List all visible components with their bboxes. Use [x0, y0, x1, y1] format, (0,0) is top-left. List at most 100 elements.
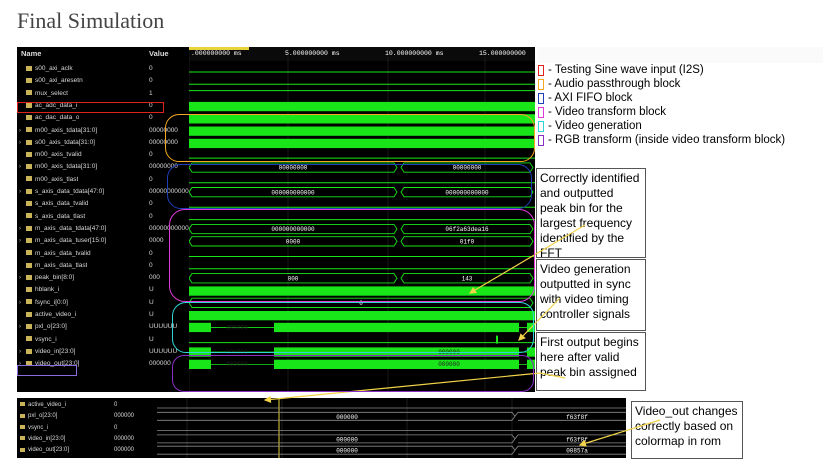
zoom-signal-name: video_out[23:0] [28, 447, 70, 454]
signal-row[interactable]: s_axis_data_tvalid [19, 198, 88, 209]
signal-name: m_axis_data_tuser[15:0] [35, 237, 107, 245]
signal-icon [26, 151, 32, 157]
bus-segment [188, 187, 398, 198]
expand-chevron-icon[interactable]: › [19, 361, 21, 368]
zoom-signal-row[interactable]: pxl_o[23:0] [20, 411, 57, 421]
bus-signal-icon [20, 447, 25, 452]
zoom-signal-row[interactable]: vsync_i [20, 423, 48, 433]
legend-swatch [538, 134, 544, 146]
bus-value-label: 000000000000 [445, 189, 489, 196]
time-ruler[interactable] [189, 47, 535, 61]
signal-row[interactable]: m00_axis_tlast [19, 174, 78, 185]
zoom-signal-name: active_video_i [28, 402, 67, 408]
signal-row[interactable]: vsync_i [19, 334, 57, 345]
slide-title: Final Simulation [17, 8, 165, 33]
signal-row[interactable]: ›m00_axis_tdata[31:0] [19, 161, 97, 172]
signal-row[interactable]: ›m_axis_data_tdata[47:0] [19, 223, 106, 234]
legend-item: - Testing Sine wave input (I2S) [538, 63, 818, 77]
signal-icon [26, 176, 32, 182]
signal-name: hblank_i [35, 286, 60, 294]
signal-value: 0 [149, 65, 153, 72]
signal-trace [189, 114, 535, 124]
expand-chevron-icon[interactable]: › [19, 225, 21, 232]
zoom-signal-row[interactable]: video_out[23:0] [20, 445, 69, 455]
expand-chevron-icon[interactable]: › [19, 189, 21, 195]
signal-row[interactable]: s00_axi_aresetn [19, 75, 83, 86]
signal-icon [26, 250, 32, 256]
zoom-signal-row[interactable]: active_video_i [20, 400, 66, 410]
name-column-header: Name [21, 49, 42, 58]
signal-row[interactable]: hblank_i [19, 284, 59, 295]
signal-row[interactable]: ›pxl_o[23:0] [19, 321, 67, 332]
legend-item: - Audio passthrough block [538, 77, 818, 91]
bus-value-label: 000 [288, 275, 299, 282]
signal-trace [189, 138, 535, 149]
signal-value: 1 [149, 89, 153, 97]
expand-chevron-icon[interactable]: › [19, 164, 21, 171]
expand-chevron-icon[interactable]: › [19, 324, 21, 331]
legend-swatch [538, 78, 544, 90]
expand-chevron-icon[interactable]: › [19, 139, 21, 146]
signal-row[interactable]: m00_axis_tvalid [19, 149, 82, 160]
bus-value-label: 00000000 [453, 165, 482, 172]
annotation-first-output: First output begins here after valid pea… [536, 332, 646, 391]
signal-name: m00_axis_tlast [35, 175, 79, 183]
bus-signal-icon [26, 188, 32, 194]
bus-value-label: 143 [462, 275, 473, 282]
expand-chevron-icon[interactable]: › [19, 348, 21, 355]
bus-signal-icon [26, 274, 32, 280]
signal-trace [189, 101, 535, 112]
signal-icon [26, 336, 32, 342]
signal-row[interactable]: ›fsync_i[0:0] [19, 297, 68, 308]
signal-row[interactable]: ac_adc_data_i [19, 100, 77, 111]
signal-icon [20, 425, 25, 430]
signal-row[interactable]: active_video_i [19, 309, 76, 320]
time-label: 10.000000000 ms [385, 50, 444, 57]
signal-row[interactable]: m_axis_data_tvalid [19, 248, 91, 259]
signal-row[interactable]: s_axis_data_tlast [19, 211, 85, 222]
signal-row[interactable]: ›s00_axis_tdata[31:0] [19, 137, 95, 148]
signal-name: vsync_i [35, 335, 57, 343]
time-label: 5.000000000 ms [285, 50, 340, 57]
time-label: .000000000 ms [191, 50, 242, 57]
signal-value: 0 [149, 77, 153, 85]
signal-icon [26, 201, 32, 207]
expand-chevron-icon[interactable]: › [19, 275, 21, 282]
cursor-marker[interactable] [189, 47, 249, 50]
expand-chevron-icon[interactable]: › [19, 127, 21, 134]
signal-row[interactable]: ›s_axis_data_tdata[47:0] [19, 186, 104, 197]
signal-value: U [149, 286, 154, 294]
signal-row[interactable]: ac_dac_data_o [19, 112, 79, 123]
signal-row[interactable]: s00_axi_aclk [19, 63, 73, 74]
zoom-signal-row[interactable]: video_in[23:0] [20, 434, 65, 444]
signal-row[interactable]: m_axis_data_tlast [19, 260, 87, 271]
bus-segment [157, 445, 516, 455]
expand-chevron-icon[interactable]: › [19, 299, 21, 306]
signal-name: m00_axis_tvalid [35, 151, 82, 159]
signal-value: UUUUUU [149, 347, 178, 355]
signal-name: video_out[23:0] [35, 360, 80, 368]
signal-row[interactable]: ›peak_bin[8:0] [19, 272, 74, 283]
signal-icon [26, 78, 32, 84]
signal-icon [26, 213, 32, 219]
signal-row[interactable]: mux_select [19, 88, 68, 99]
waveform-header-extension [538, 47, 823, 63]
expand-chevron-icon[interactable]: › [19, 238, 21, 245]
signal-row[interactable]: ›m00_axis_tdata[31:0] [19, 125, 97, 136]
zoom-signal-name: pxl_o[23:0] [28, 413, 58, 420]
signal-row[interactable]: › m_axis_data_tuser[15:0] [19, 235, 106, 246]
bus-value-label: f63f8f [566, 436, 588, 443]
bus-value-label: 000000 [226, 361, 248, 368]
signal-row[interactable]: › video_out[23:0] [19, 358, 79, 369]
bus-signal-icon [26, 348, 32, 354]
signal-row[interactable]: ›video_in[23:0] [19, 346, 75, 357]
signal-icon [26, 114, 32, 120]
